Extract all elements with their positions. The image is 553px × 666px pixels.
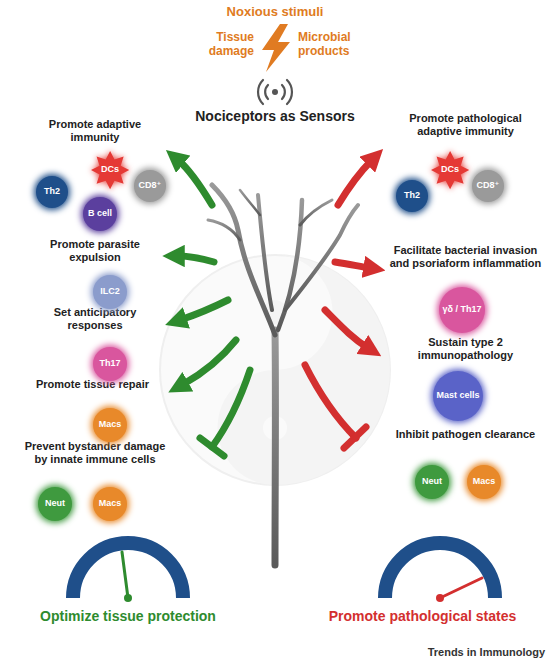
text-label: Nociceptors as Sensors <box>195 108 355 125</box>
cell-name: Macs <box>99 420 122 430</box>
cell-name: Th17 <box>99 359 120 369</box>
protective-arrows <box>178 160 250 456</box>
text-label: Optimize tissue protection <box>8 608 248 625</box>
cell-name: Macs <box>473 477 496 487</box>
cell-name: ILC2 <box>100 287 120 297</box>
text-label: Set anticipatory responses <box>25 306 165 332</box>
text-label: Noxious stimuli <box>175 4 375 20</box>
cell-name: γδ / Th17 <box>442 305 481 315</box>
immune-cell: Macs <box>93 487 127 521</box>
text-label: Promote pathological states <box>300 608 545 625</box>
protection-gauge <box>73 543 183 602</box>
immune-cell: Th2 <box>396 180 428 212</box>
text-label: Sustain type 2 immunopathology <box>388 336 543 362</box>
text-label: Facilitate bacterial invasion and psoria… <box>388 244 543 270</box>
immune-cell: Macs <box>467 465 501 499</box>
text-label: Promote tissue repair <box>15 378 170 391</box>
cell-name: Neut <box>45 499 65 509</box>
immune-cell: B cell <box>83 197 117 231</box>
cell-name: DCs <box>101 165 119 175</box>
pathology-gauge <box>385 543 495 602</box>
immune-cell: Macs <box>93 408 127 442</box>
text-label: Promote parasite expulsion <box>25 238 165 264</box>
cell-name: CD8⁺ <box>139 181 162 191</box>
cell-name: DCs <box>441 165 459 175</box>
text-label: Prevent bystander damage by innate immun… <box>20 440 170 466</box>
immune-cell: CD8⁺ <box>472 170 504 202</box>
text-label: Trends in Immunology <box>380 646 545 659</box>
immune-cell: CD8⁺ <box>134 170 166 202</box>
nociceptor-neuron <box>208 185 358 565</box>
immune-cell: ILC2 <box>93 275 127 309</box>
cell-name: Neut <box>422 477 442 487</box>
cell-name: CD8⁺ <box>477 181 500 191</box>
sensor-icon <box>258 80 292 104</box>
immune-cell: Neut <box>415 465 449 499</box>
text-label: Tissue damage <box>170 30 254 59</box>
cell-name: Th2 <box>44 187 60 197</box>
cell-name: B cell <box>88 209 112 219</box>
text-label: Inhibit pathogen clearance <box>388 428 543 441</box>
dendritic-cell: DCs <box>431 151 469 189</box>
immune-cell: Neut <box>38 487 72 521</box>
text-label: Promote pathological adaptive immunity <box>388 112 543 138</box>
cell-name: Macs <box>99 499 122 509</box>
immune-cell: Mast cells <box>433 371 483 421</box>
cell-name: Mast cells <box>436 391 479 401</box>
lightning-bolt <box>262 24 290 72</box>
immune-cell: Th2 <box>36 176 68 208</box>
text-label: Microbial products <box>298 30 388 59</box>
immune-cell: γδ / Th17 <box>439 287 485 333</box>
cell-name: Th2 <box>404 191 420 201</box>
dendritic-cell: DCs <box>91 151 129 189</box>
immune-cell: Th17 <box>93 347 127 381</box>
pathological-arrows <box>305 160 372 448</box>
text-label: Promote adaptive immunity <box>25 118 165 144</box>
